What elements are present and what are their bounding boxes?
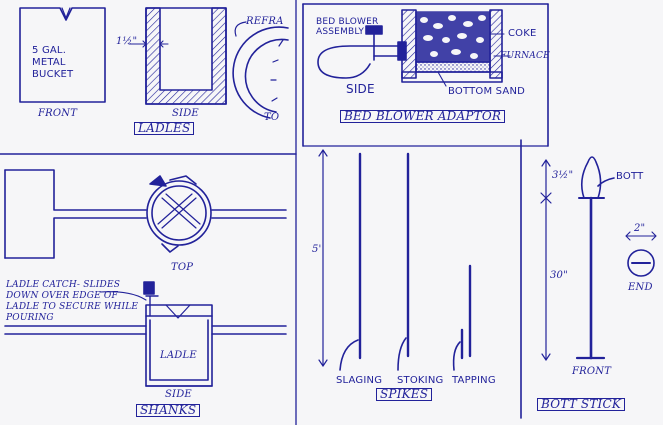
stoking-label: STOKING — [397, 375, 444, 386]
ladle-front-label: FRONT — [38, 108, 78, 119]
ladle-front-view — [19, 7, 106, 103]
shank-side-label: SIDE — [165, 389, 192, 400]
ladle-top-view — [232, 21, 289, 119]
ladle-catch-note: LADLE CATCH- SLIDES DOWN OVER EDGE OF LA… — [6, 280, 139, 323]
slaging-label: SLAGING — [336, 375, 383, 386]
spikes-drawing — [318, 149, 472, 371]
ladles-section-title: LADLES — [134, 122, 195, 135]
ladle-side-label: SIDE — [172, 108, 199, 119]
bott-front-label: FRONT — [572, 366, 612, 377]
bed-blower-drawing — [317, 9, 511, 87]
ladle-top-label: TO — [264, 112, 280, 123]
bucket-note: 5 GAL. METAL BUCKET — [32, 45, 74, 80]
bott-stick-drawing — [540, 156, 657, 361]
shanks-section-title: SHANKS — [136, 404, 201, 417]
bottom-sand-label: BOTTOM SAND — [448, 86, 526, 97]
shank-side-view — [4, 281, 287, 387]
bott-head-dimension: 3½" — [552, 170, 574, 181]
shank-top-label: TOP — [171, 262, 194, 273]
bott-end-label: END — [628, 282, 653, 293]
blower-side-label: SIDE — [346, 82, 375, 96]
spike-length-label: 5' — [312, 244, 322, 255]
blower-assembly-label: BED BLOWER ASSEMBLY — [316, 17, 379, 37]
bott-stick-section-title: BOTT STICK — [537, 398, 626, 411]
ladle-label: LADLE — [160, 350, 197, 361]
panel-borders — [0, 0, 549, 425]
furnace-label: FURNACE — [500, 51, 550, 61]
bott-length-dimension: 30" — [550, 270, 568, 281]
ladle-wall-dimension: 1½" — [116, 36, 138, 47]
bed-blower-section-title: BED BLOWER ADAPTOR — [340, 110, 506, 123]
coke-label: COKE — [508, 28, 537, 39]
shank-top-view — [4, 169, 287, 259]
bott-width-dimension: 2" — [634, 223, 646, 234]
tapping-label: TAPPING — [452, 375, 496, 386]
ladle-side-view — [128, 7, 227, 105]
spikes-section-title: SPIKES — [376, 388, 433, 401]
refractory-label: REFRA — [246, 16, 284, 27]
bott-label: BOTT — [616, 171, 644, 182]
